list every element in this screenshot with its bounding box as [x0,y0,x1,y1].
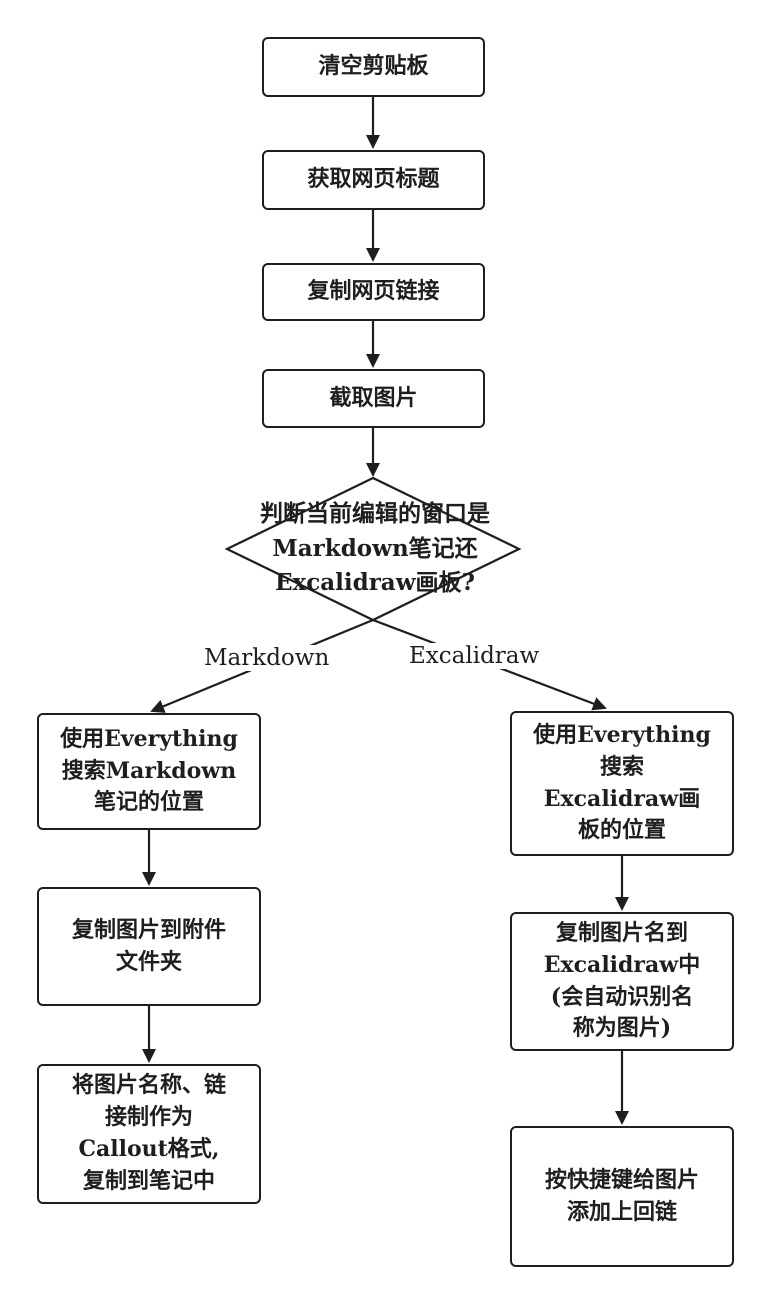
edge-label-markdown: Markdown [200,645,334,671]
node-ex-backlink: 按快捷键给图片 添加上回链 [510,1126,734,1267]
node-get-page-title: 获取网页标题 [262,150,485,210]
node-md-callout: 将图片名称、链 接制作为 Callout格式, 复制到笔记中 [37,1064,261,1204]
edge-label-excalidraw: Excalidraw [405,643,544,669]
node-copy-page-link: 复制网页链接 [262,263,485,321]
node-md-copy-attachment: 复制图片到附件 文件夹 [37,887,261,1006]
node-clear-clipboard: 清空剪贴板 [262,37,485,97]
node-md-search: 使用Everything 搜索Markdown 笔记的位置 [37,713,261,830]
node-ex-copy-name: 复制图片名到 Excalidraw中 (会自动识别名 称为图片) [510,912,734,1051]
decision-label: 判断当前编辑的窗口是 Markdown笔记还 Excalidraw画板? [260,500,490,596]
node-ex-search: 使用Everything 搜索 Excalidraw画 板的位置 [510,711,734,856]
node-capture-image: 截取图片 [262,369,485,428]
